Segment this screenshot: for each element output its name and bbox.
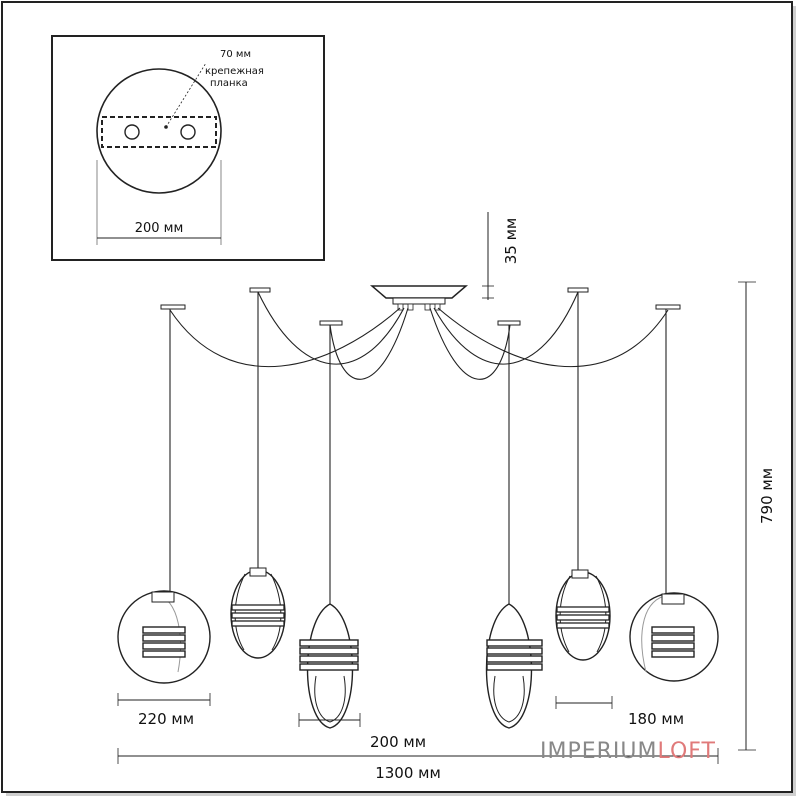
canopy-height-label: 35 мм [502,218,520,265]
brand-part1: IMPERIUM [540,739,658,764]
canopy-height-dimension: 35 мм [482,212,520,300]
svg-text:IMPERIUMLOFT: IMPERIUMLOFT [540,739,716,764]
total-height-label: 790 мм [758,468,776,524]
plate-leader-line [165,62,207,128]
pendant-bullet-right [485,320,543,729]
brand-watermark: IMPERIUMLOFT [540,739,716,764]
brand-part2: LOFT [658,739,717,764]
pendant-globe-right [629,304,719,682]
large-shade-dimension: 220 мм [117,693,211,728]
large-shade-label: 220 мм [138,710,194,728]
canopy-inset: 70 мм крепежная планка 200 мм [51,35,325,261]
total-width-dimension: 1300 мм [117,748,719,782]
canopy-diameter-label: 200 мм [135,221,184,236]
pendant-globe-left [117,304,211,684]
medium-shade-label: 200 мм [370,733,426,751]
small-shade-label: 180 мм [628,710,684,728]
mounting-hole-left [124,124,140,140]
plate-label-line2: планка [210,78,248,89]
total-width-label: 1300 мм [375,764,441,782]
medium-shade-dimension: 200 мм [298,713,426,751]
ceiling-canopy [369,285,469,311]
pendant-oval-right [555,287,611,661]
total-height-dimension: 790 мм [738,281,776,751]
small-shade-dimension: 180 мм [555,696,684,728]
plate-label-line1: крепежная [205,66,264,77]
pendant-bullet-left [299,320,359,729]
canopy-circle [96,68,222,194]
mounting-plate-outline [101,116,217,148]
pendant-oval-left [230,287,286,659]
plate-width-label: 70 мм [220,49,251,60]
mounting-hole-right [180,124,196,140]
